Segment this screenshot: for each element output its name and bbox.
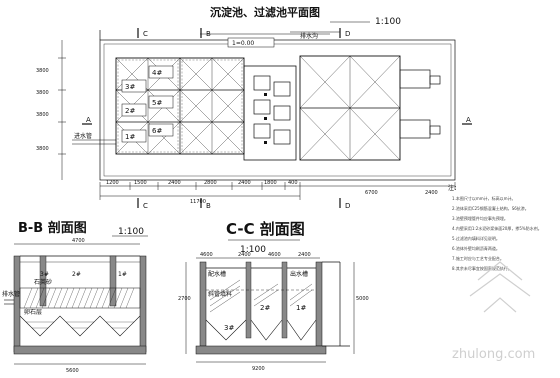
cell-label-6: 6# <box>152 127 162 135</box>
cell-label-4: 4# <box>152 69 162 77</box>
plan-inlet-label: 进水管 <box>74 132 92 140</box>
plan-bot-dim-4: 2800 <box>204 180 217 186</box>
section-cc-cell-3: 3# <box>224 324 234 332</box>
section-mark-b-bot: B <box>206 202 211 210</box>
plan-bot-dim-1: 1200 <box>106 180 119 186</box>
cell-label-5: 5# <box>152 99 162 107</box>
plan-outline <box>99 39 456 181</box>
note-line-3: 3.池壁预埋管件均应事先预埋。 <box>452 215 508 221</box>
section-cc: C-C 剖面图 1:100 4600 2400 4600 2400 <box>178 220 369 372</box>
section-cc-scale: 1:100 <box>240 245 266 255</box>
note-line-4: 4.内壁采用1:2水泥砂浆抹面20厚，掺5%防水剂。 <box>452 225 542 231</box>
plan-left-dim-3: 3800 <box>36 112 49 118</box>
section-bb-label-3: 3# <box>40 271 49 278</box>
section-cc-cell-2: 2# <box>260 304 270 312</box>
plan-elevation: 1=0.00 <box>232 40 254 47</box>
plan-bot-dim-5: 2400 <box>238 180 251 186</box>
section-mark-a-left: A <box>86 116 91 124</box>
cell-label-3: 3# <box>125 83 135 91</box>
cell-label-1: 1# <box>125 133 135 141</box>
note-line-5: 5.过滤池内填料详见说明。 <box>452 235 500 241</box>
section-cc-top-dim-4: 2400 <box>298 252 311 258</box>
section-bb-title: B-B 剖面图 <box>18 220 87 236</box>
section-bb-scale: 1:100 <box>118 227 144 237</box>
note-line-2: 2.池体采用C25钢筋混凝土结构，S6抗渗。 <box>452 205 529 211</box>
section-mark-c-top: C <box>143 30 148 38</box>
note-line-6: 6.池体外壁均刷沥青两道。 <box>452 245 500 251</box>
section-mark-a-right: A <box>466 116 471 124</box>
plan-bot-dim-3: 2400 <box>168 180 181 186</box>
plan-bot-dim-7: 400 <box>288 180 298 186</box>
section-bb-label-2: 2# <box>72 271 81 278</box>
section-bb-top-dim: 4700 <box>72 238 85 244</box>
section-mark-d-bot: D <box>345 202 350 210</box>
notes-heading: 注： <box>448 184 460 192</box>
plan-left-dim-1: 3800 <box>36 68 49 74</box>
section-bb-label-gravel: 卵石层 <box>24 308 42 316</box>
plan-view: 沉淀池、过滤池平面图 1:100 <box>36 5 472 210</box>
section-cc-label-distributor: 配水槽 <box>208 270 226 278</box>
plan-right-dim-1: 6700 <box>365 190 378 196</box>
cell-label-2: 2# <box>125 107 135 115</box>
section-bb-bottom-dim: 5600 <box>66 368 79 374</box>
plan-title: 沉淀池、过滤池平面图 <box>210 5 320 19</box>
section-cc-top-dim-2: 2400 <box>238 252 251 258</box>
plan-pipe-label: 排水沟 <box>300 32 318 40</box>
section-mark-c-bot: C <box>143 202 148 210</box>
plan-scale: 1:100 <box>375 17 401 27</box>
plan-bot-dim-6: 1800 <box>264 180 277 186</box>
section-cc-top-dim-3: 4600 <box>268 252 281 258</box>
notes-block: 注： 1.本图尺寸以mm计，标高以m计。 2.池体采用C25钢筋混凝土结构，S6… <box>448 184 542 271</box>
section-mark-b-top: B <box>206 30 211 38</box>
watermark-text: zhulong.com <box>452 347 535 362</box>
section-bb: B-B 剖面图 1:100 4700 <box>2 220 148 374</box>
plan-left-dim-2: 3800 <box>36 90 49 96</box>
section-cc-label-outlet: 出水槽 <box>290 270 308 278</box>
plan-left-dim-4: 3800 <box>36 146 49 152</box>
section-bb-label-sand: 石英砂 <box>34 278 52 286</box>
section-bb-left-label: 排水管 <box>2 290 20 298</box>
section-bb-label-1: 1# <box>118 271 127 278</box>
section-cc-cell-1: 1# <box>296 304 306 312</box>
collection-channel <box>243 65 297 161</box>
plan-bot-dim-2: 1500 <box>134 180 147 186</box>
section-cc-top-dim-1: 4600 <box>200 252 213 258</box>
note-line-8: 8.其余未尽事宜按国家规范执行。 <box>452 265 512 271</box>
section-cc-height-dim-2: 5000 <box>356 296 369 302</box>
note-line-1: 1.本图尺寸以mm计，标高以m计。 <box>452 195 516 201</box>
plan-total-dim: 11700 <box>190 199 206 205</box>
section-cc-bottom-dim: 9200 <box>252 366 265 372</box>
section-cc-title: C-C 剖面图 <box>226 220 305 238</box>
watermark: zhulong.com <box>452 261 535 362</box>
note-line-7: 7.施工时应与工艺专业配合。 <box>452 255 504 261</box>
section-cc-label-tubes: 斜管填料 <box>208 290 232 298</box>
section-cc-height-dim-1: 2700 <box>178 296 191 302</box>
section-mark-d-top: D <box>345 30 350 38</box>
plan-right-dim-2: 2400 <box>425 190 438 196</box>
